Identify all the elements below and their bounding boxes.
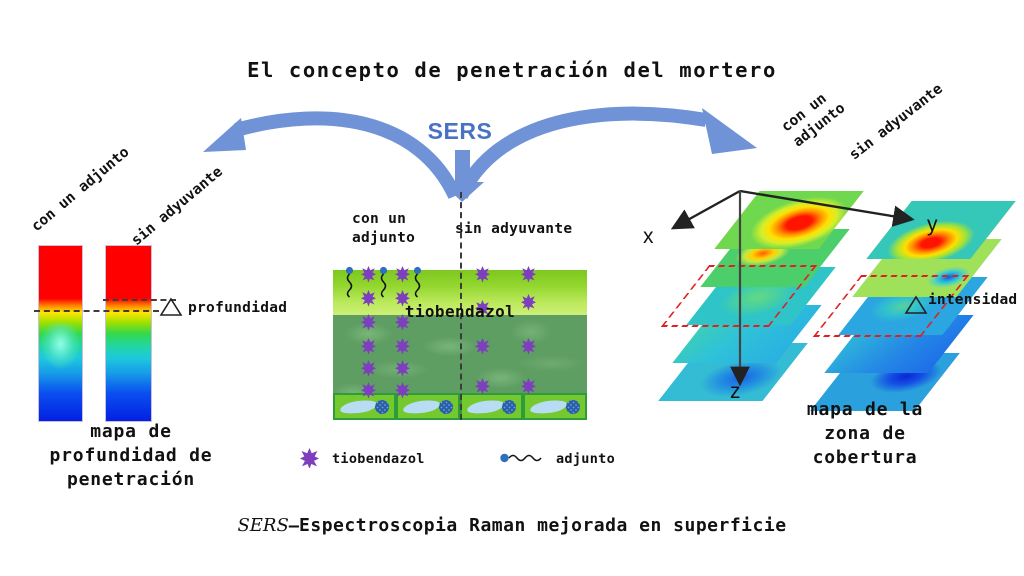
- depth-hotspot: [40, 323, 81, 369]
- legend-label-adjunto: adjunto: [556, 451, 615, 467]
- arrow-head-center: [441, 182, 484, 202]
- cell-2: [396, 393, 460, 420]
- depth-dashline-deep: [34, 310, 159, 312]
- right-label-con-adjunto: con un adjunto: [778, 84, 849, 151]
- right-caption-line-3: cobertura: [812, 446, 918, 468]
- right-caption-line-1: mapa de la: [806, 399, 924, 420]
- left-caption-line-3: penetración: [66, 468, 195, 490]
- sers-arrow-label: SERS: [427, 118, 493, 144]
- cell-nucleus: [374, 399, 389, 414]
- figure-title: El concepto de penetración del mortero: [247, 58, 777, 82]
- intensidad-label: intensidad: [928, 292, 1018, 308]
- depth-dashline-shallow: [103, 299, 176, 301]
- right-label-sin-adyuvante: sin adyuvante: [846, 80, 946, 164]
- center-label-sin-adyuvante: sin adyuvante: [455, 221, 573, 237]
- axis-x-line: [670, 189, 741, 230]
- molecule-overlay: [345, 266, 536, 399]
- left-caption-line-2: profundidad de: [49, 444, 213, 466]
- depth-map-column-sin-adyuvante: [105, 245, 152, 422]
- profundidad-label: profundidad: [188, 300, 288, 316]
- left-label-sin-adyuvante: sin adyuvante: [128, 163, 226, 250]
- left-label-con-adjunto: con un adjunto: [28, 144, 133, 236]
- arrow-head-right: [702, 108, 757, 154]
- axis-label-z: z: [730, 380, 741, 403]
- center-divider-dashed: [460, 192, 462, 420]
- blue-dot-squiggle-icon: [500, 453, 542, 463]
- cell-4: [523, 393, 587, 420]
- triangle-delta-icon-profundidad: [159, 297, 183, 316]
- axis-label-y: y: [927, 213, 938, 236]
- footnote-dash: –: [288, 516, 300, 536]
- mortar-cross-section: [333, 192, 587, 420]
- arrow-head-left: [203, 118, 246, 152]
- purple-star-icon: [300, 448, 319, 468]
- depth-map-column-con-adjunto: [38, 245, 83, 422]
- cell-nucleus: [438, 399, 453, 414]
- molecule-legend: tiobendazol adjunto: [300, 448, 620, 472]
- arrow-to-center-panel: [455, 150, 470, 190]
- coverage-z-stack: x y z: [643, 175, 1024, 420]
- center-label-line-1: con un: [352, 211, 407, 227]
- tiobendazol-annotation: tiobendazol: [404, 302, 516, 321]
- axes-3d: [670, 189, 915, 387]
- right-panel-caption: mapa de la zona de cobertura: [745, 398, 985, 470]
- center-label-line-2: adjunto: [352, 230, 416, 247]
- footnote-abbrev: SERS: [237, 515, 289, 536]
- cell-nucleus: [565, 399, 580, 414]
- center-label-con-adjunto: con un adjunto: [352, 210, 415, 248]
- cell-nucleus: [501, 399, 516, 414]
- left-caption-line-1: mapa de: [90, 421, 172, 442]
- legend-label-tiobendazol: tiobendazol: [332, 451, 425, 467]
- right-caption-line-2: zona de: [824, 422, 906, 444]
- footnote-expansion: Espectroscopia Raman mejorada en superfi…: [299, 515, 787, 536]
- figure-footnote: SERS–Espectroscopia Raman mejorada en su…: [0, 515, 1024, 536]
- axis-label-x: x: [643, 225, 654, 248]
- triangle-delta-icon-intensidad: [904, 295, 928, 314]
- axis-y-line: [739, 189, 915, 227]
